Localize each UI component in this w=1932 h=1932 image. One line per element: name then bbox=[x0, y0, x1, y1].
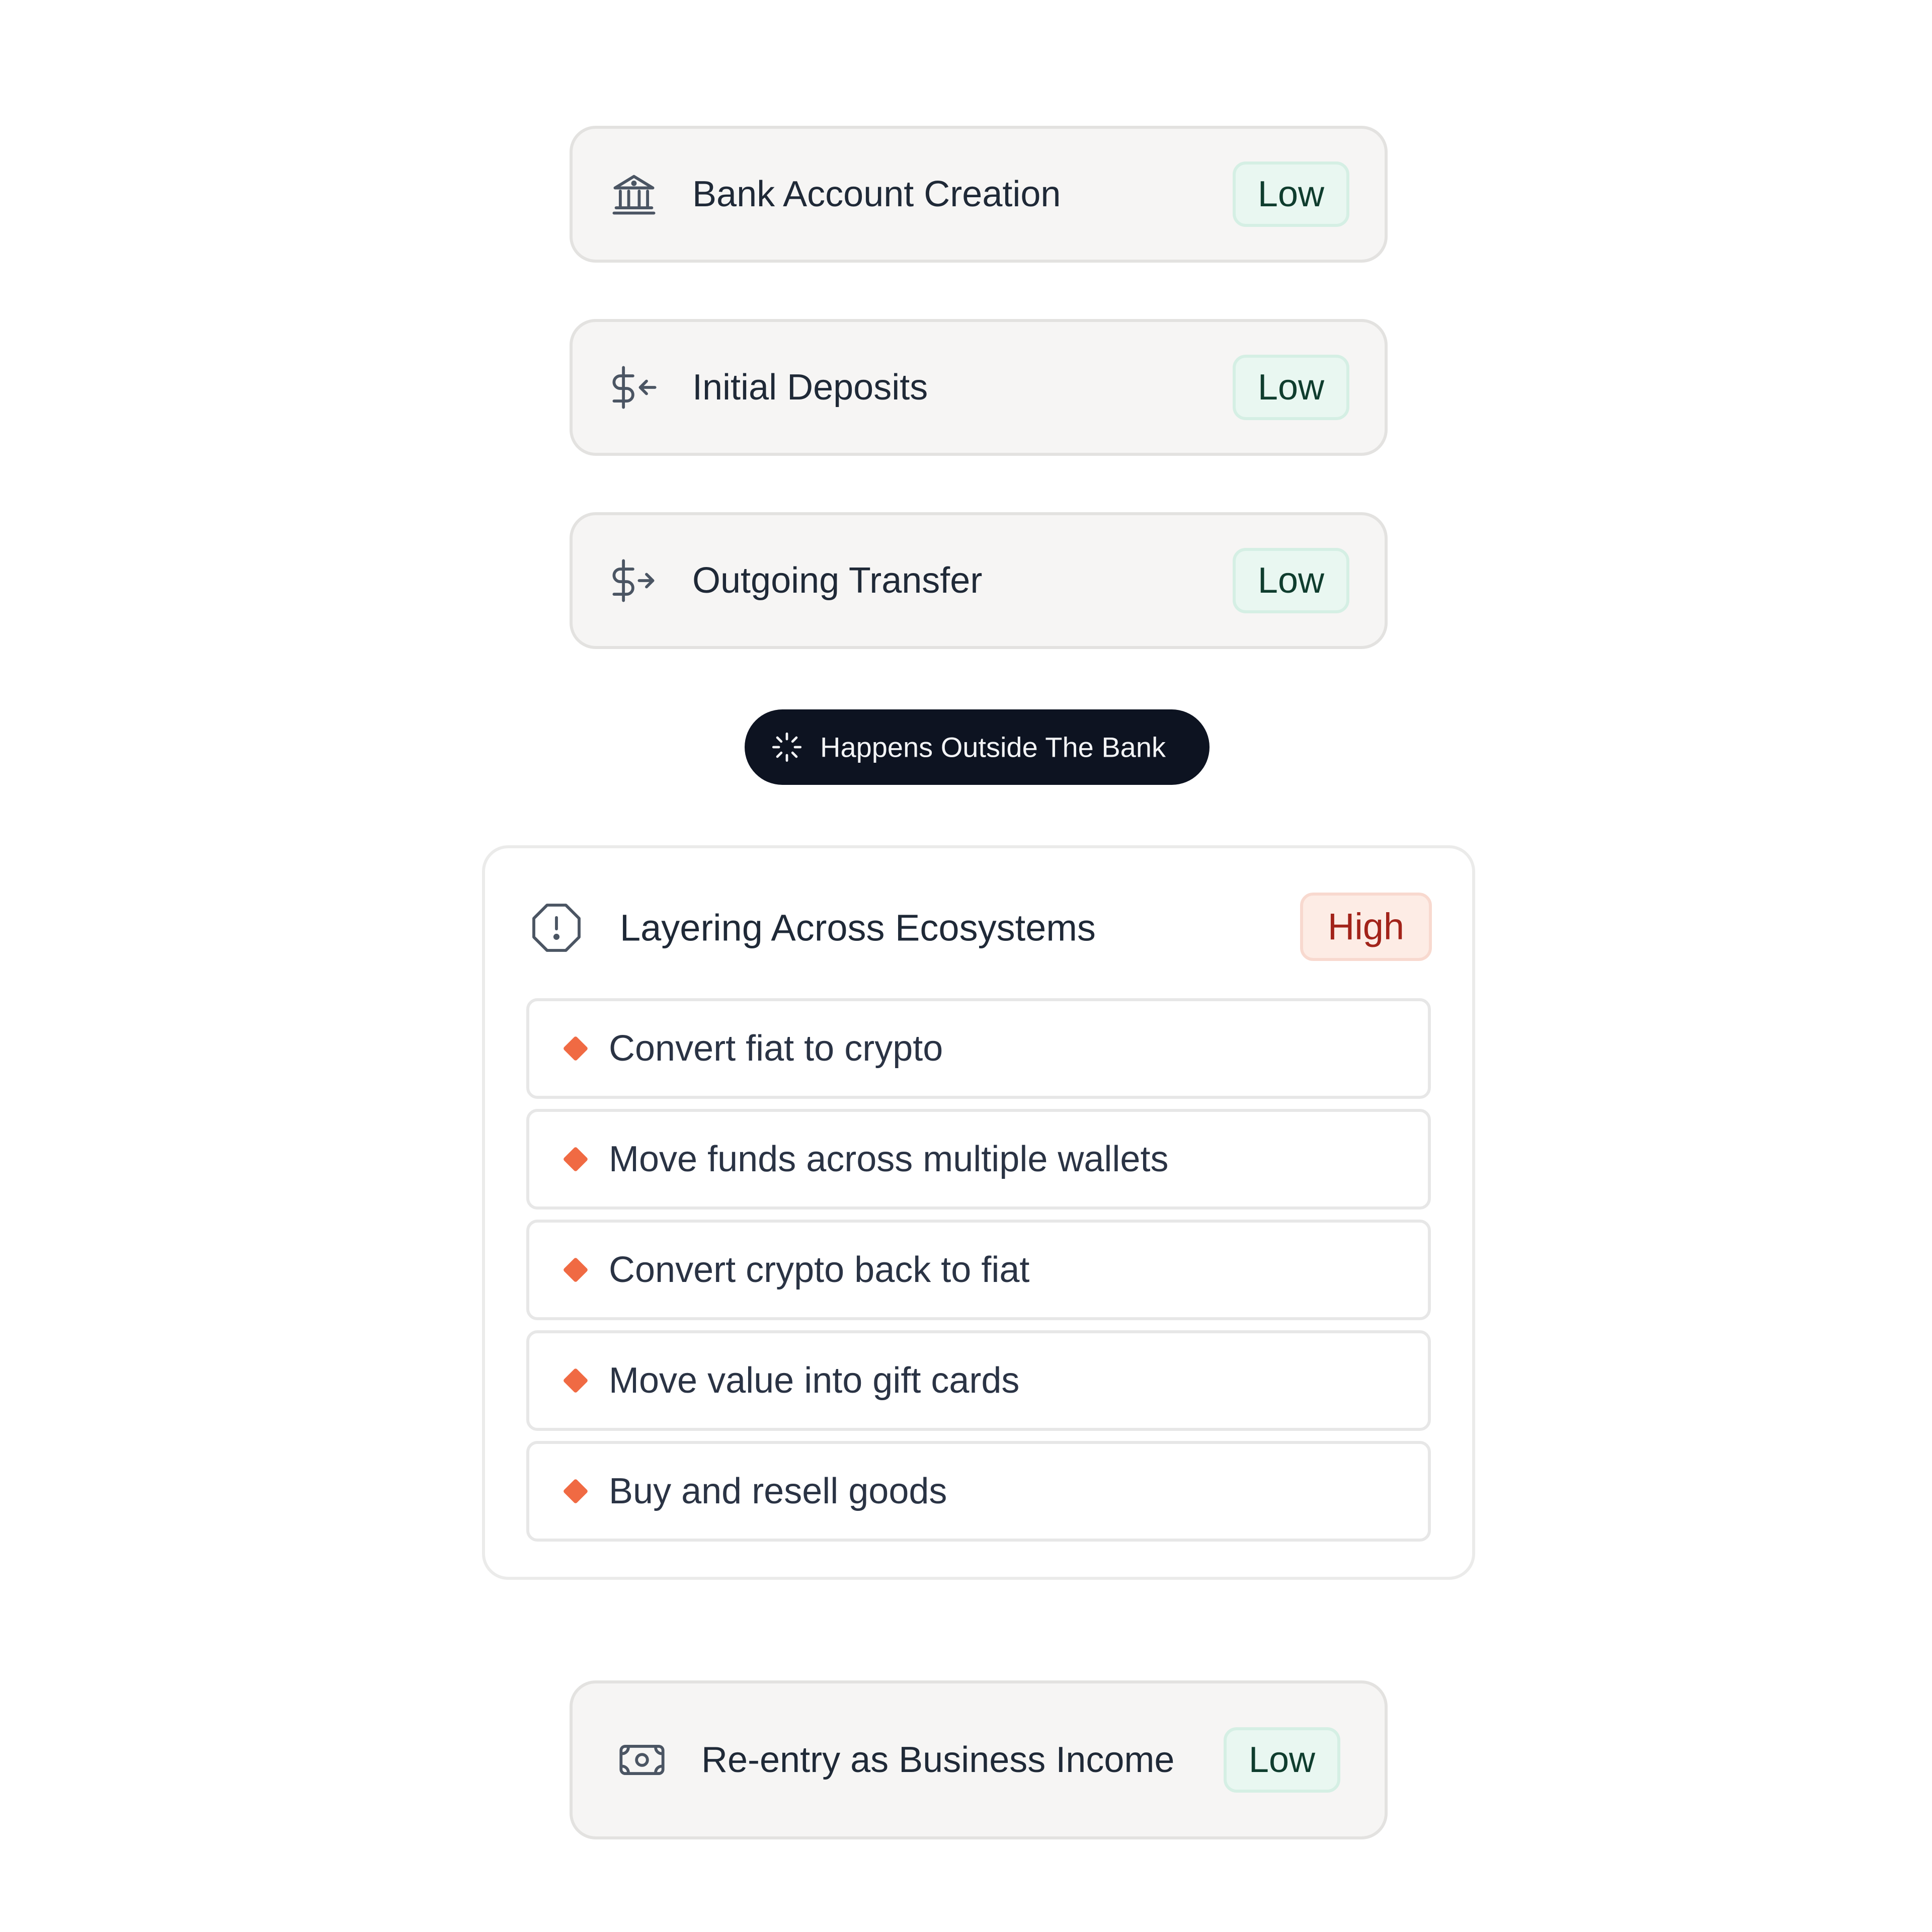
diamond-bullet-icon bbox=[562, 1257, 589, 1283]
diamond-bullet-icon bbox=[562, 1367, 589, 1394]
step-card-reentry-business-income: Re-entry as Business Income Low bbox=[570, 1680, 1388, 1839]
risk-badge-low: Low bbox=[1232, 548, 1349, 613]
diamond-bullet-icon bbox=[562, 1035, 589, 1062]
diamond-bullet-icon bbox=[562, 1146, 589, 1172]
list-item: Move value into gift cards bbox=[526, 1330, 1431, 1431]
dollar-incoming-icon bbox=[609, 362, 659, 413]
list-item-text: Convert fiat to crypto bbox=[609, 1028, 943, 1069]
alert-octagon-icon bbox=[529, 901, 584, 955]
list-item: Buy and resell goods bbox=[526, 1441, 1431, 1542]
outside-bank-label: Happens Outside The Bank bbox=[820, 731, 1166, 763]
step-label: Initial Deposits bbox=[692, 367, 928, 408]
risk-badge-low: Low bbox=[1232, 355, 1349, 420]
risk-badge-low: Low bbox=[1232, 162, 1349, 227]
outside-bank-pill: Happens Outside The Bank bbox=[745, 709, 1210, 785]
layering-card: Layering Across Ecosystems High Convert … bbox=[482, 845, 1475, 1580]
list-item: Convert fiat to crypto bbox=[526, 998, 1431, 1099]
list-item-text: Convert crypto back to fiat bbox=[609, 1250, 1030, 1290]
risk-badge-high: High bbox=[1300, 893, 1432, 961]
diamond-bullet-icon bbox=[562, 1478, 589, 1504]
step-label: Bank Account Creation bbox=[692, 174, 1061, 214]
step-card-initial-deposits: Initial Deposits Low bbox=[570, 319, 1388, 456]
dollar-outgoing-icon bbox=[609, 555, 659, 606]
list-item-text: Buy and resell goods bbox=[609, 1471, 947, 1511]
list-item: Move funds across multiple wallets bbox=[526, 1109, 1431, 1210]
banknote-icon bbox=[617, 1735, 667, 1785]
layering-method-list: Convert fiat to crypto Move funds across… bbox=[526, 998, 1431, 1552]
step-label: Re-entry as Business Income bbox=[701, 1740, 1175, 1780]
list-item-text: Move funds across multiple wallets bbox=[609, 1139, 1169, 1179]
step-label: Outgoing Transfer bbox=[692, 560, 983, 601]
risk-badge-low: Low bbox=[1223, 1727, 1340, 1793]
bank-icon bbox=[609, 169, 659, 219]
list-item-text: Move value into gift cards bbox=[609, 1360, 1020, 1401]
layering-title: Layering Across Ecosystems bbox=[620, 907, 1096, 949]
loader-icon bbox=[771, 731, 803, 763]
list-item: Convert crypto back to fiat bbox=[526, 1220, 1431, 1320]
step-card-bank-account-creation: Bank Account Creation Low bbox=[570, 126, 1388, 263]
step-card-outgoing-transfer: Outgoing Transfer Low bbox=[570, 512, 1388, 649]
